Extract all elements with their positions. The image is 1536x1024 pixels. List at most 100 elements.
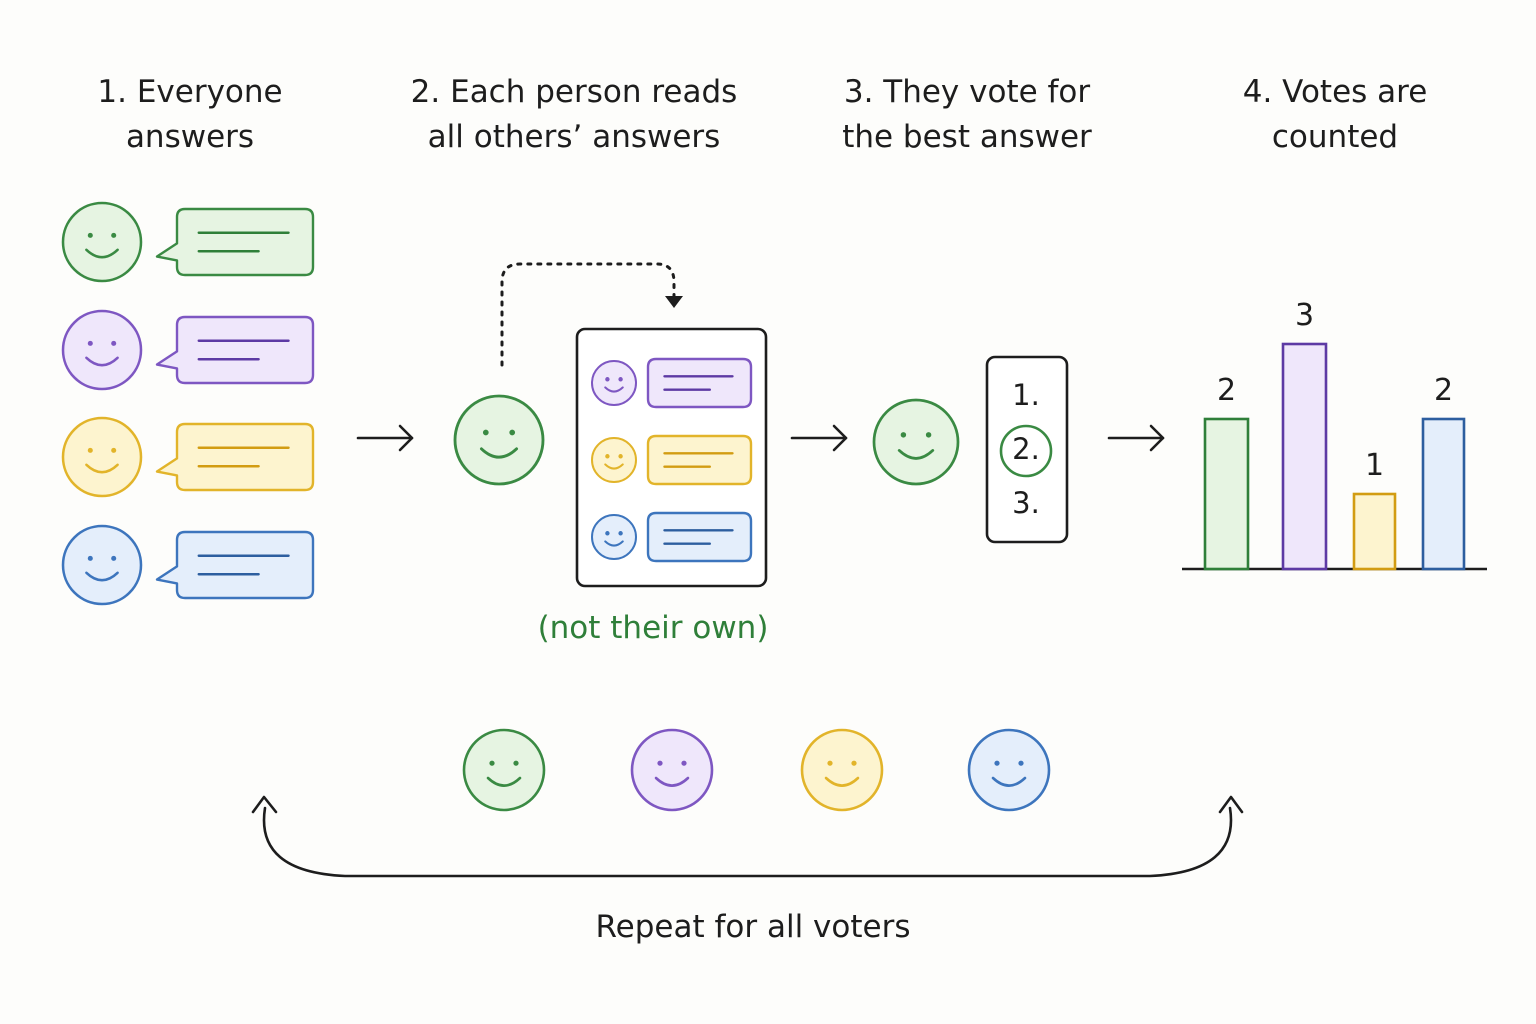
mouth <box>479 447 519 459</box>
bubble-outline <box>155 530 315 600</box>
mouth <box>604 386 624 393</box>
step-3-title: 3. They vote for the best answer <box>842 74 1092 155</box>
mouth <box>486 776 522 787</box>
mouth <box>991 776 1027 787</box>
purple-answerer-face-icon <box>61 309 143 391</box>
arrow-head <box>398 424 414 452</box>
face-outline <box>591 437 637 483</box>
blue-other-answer-bubble <box>646 511 753 563</box>
yellow-answer-bubble <box>155 422 315 492</box>
vote-count-label: 3 <box>1294 298 1315 333</box>
ballot-card <box>985 355 1069 544</box>
right-eye <box>925 432 932 438</box>
left-eye <box>482 429 489 436</box>
flow-arrow-3 <box>1107 424 1165 452</box>
left-eye <box>605 454 610 459</box>
face-outline <box>591 514 637 560</box>
yellow-answerer-face-icon <box>61 416 143 498</box>
green-answerer-face-icon <box>61 201 143 283</box>
loop-arrow-head-right <box>1218 795 1244 814</box>
mouth <box>824 776 860 787</box>
ballot-item-1: 1. <box>1012 378 1040 412</box>
mouth <box>85 463 119 474</box>
left-eye <box>605 377 610 382</box>
dotted-read-arrow <box>500 262 676 367</box>
arrow-head <box>1149 424 1165 452</box>
loop-arrow-head-left <box>251 795 278 814</box>
left-eye <box>657 760 663 766</box>
left-eye <box>900 432 907 438</box>
vote-count-label: 2 <box>1433 373 1454 408</box>
blue-voter-face-icon <box>967 728 1051 812</box>
purple-other-face-icon <box>591 360 637 406</box>
green-vote-bar <box>1203 417 1250 571</box>
step-4-title: 4. Votes are counted <box>1242 74 1428 155</box>
right-eye <box>618 531 623 536</box>
face-outline <box>61 524 143 606</box>
right-eye <box>851 760 857 766</box>
ballot-item-3: 3. <box>1012 486 1040 520</box>
step-1-title: 1. Everyone answers <box>97 74 283 155</box>
bubble-outline <box>155 207 315 277</box>
right-eye <box>111 555 117 561</box>
left-eye <box>994 760 1000 766</box>
left-eye <box>87 447 93 453</box>
right-eye <box>618 377 623 382</box>
excluded-own-answer-note: (not their own) <box>537 610 769 646</box>
purple-vote-bar <box>1281 342 1328 571</box>
mouth <box>897 449 935 460</box>
face-outline <box>591 360 637 406</box>
face-outline <box>61 416 143 498</box>
right-eye <box>1018 760 1024 766</box>
right-eye <box>509 429 516 436</box>
face-outline <box>61 309 143 391</box>
left-eye <box>87 555 93 561</box>
yellow-other-answer-bubble <box>646 434 753 486</box>
mouth <box>85 248 119 259</box>
voter-face-icon <box>872 398 960 486</box>
bubble-outline <box>646 511 753 563</box>
left-eye <box>827 760 833 766</box>
blue-answerer-face-icon <box>61 524 143 606</box>
reader-face-icon <box>453 394 545 486</box>
blue-other-face-icon <box>591 514 637 560</box>
left-eye <box>87 340 93 346</box>
right-eye <box>618 454 623 459</box>
right-eye <box>513 760 519 766</box>
dotted-arrow-head <box>665 296 683 308</box>
green-answer-bubble <box>155 207 315 277</box>
face-outline <box>967 728 1051 812</box>
mouth <box>654 776 690 787</box>
purple-voter-face-icon <box>630 728 714 812</box>
selected-vote-circle <box>999 424 1053 478</box>
flow-arrow-2 <box>790 424 848 452</box>
bubble-outline <box>646 357 753 409</box>
face-outline <box>630 728 714 812</box>
mouth <box>85 571 119 582</box>
left-eye <box>87 232 93 238</box>
flow-arrow-1 <box>356 424 414 452</box>
yellow-other-face-icon <box>591 437 637 483</box>
bubble-outline <box>155 422 315 492</box>
blue-answer-bubble <box>155 530 315 600</box>
left-eye <box>489 760 495 766</box>
arrow-head <box>832 424 848 452</box>
face-outline <box>462 728 546 812</box>
repeat-loop-arrow <box>262 806 1233 878</box>
vote-count-label: 2 <box>1216 373 1237 408</box>
green-voter-face-icon <box>462 728 546 812</box>
right-eye <box>111 232 117 238</box>
right-eye <box>681 760 687 766</box>
blue-vote-bar <box>1421 417 1466 571</box>
right-eye <box>111 447 117 453</box>
face-outline <box>453 394 545 486</box>
step-2-title: 2. Each person reads all others’ answers <box>410 74 738 155</box>
yellow-voter-face-icon <box>800 728 884 812</box>
mouth <box>85 356 119 367</box>
vote-count-label: 1 <box>1364 448 1385 483</box>
purple-answer-bubble <box>155 315 315 385</box>
right-eye <box>111 340 117 346</box>
repeat-label: Repeat for all voters <box>595 909 911 945</box>
